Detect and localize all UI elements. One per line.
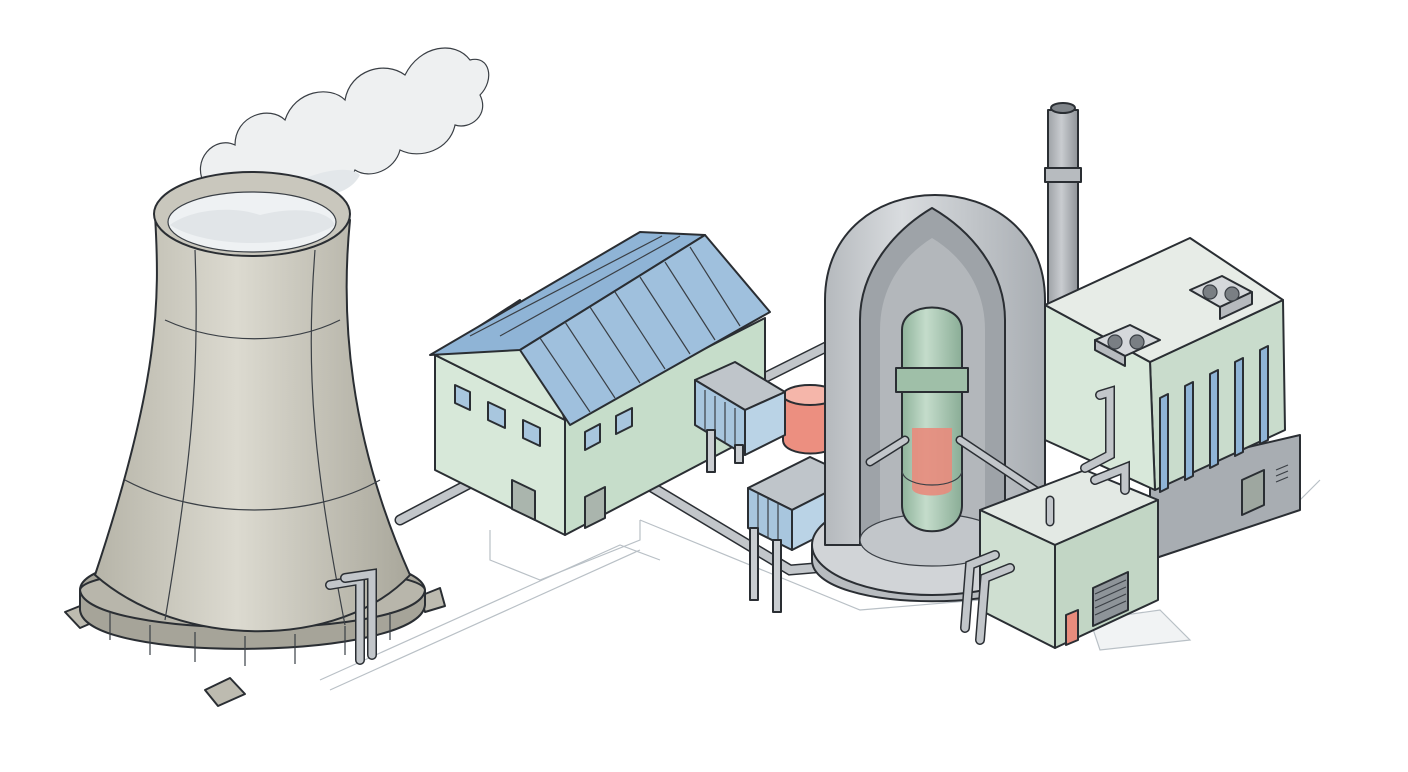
fan-unit xyxy=(1189,275,1253,320)
enclosed-bridge-upper xyxy=(694,361,786,473)
exhaust-stack xyxy=(1044,102,1082,321)
pipework-front xyxy=(960,385,1130,645)
fan-unit xyxy=(1094,324,1161,367)
reactor-vessel xyxy=(895,306,969,533)
turbine-hall xyxy=(429,231,771,536)
cooling-tower xyxy=(64,171,446,707)
pump-house xyxy=(979,469,1159,649)
containment-dome xyxy=(811,194,1055,603)
